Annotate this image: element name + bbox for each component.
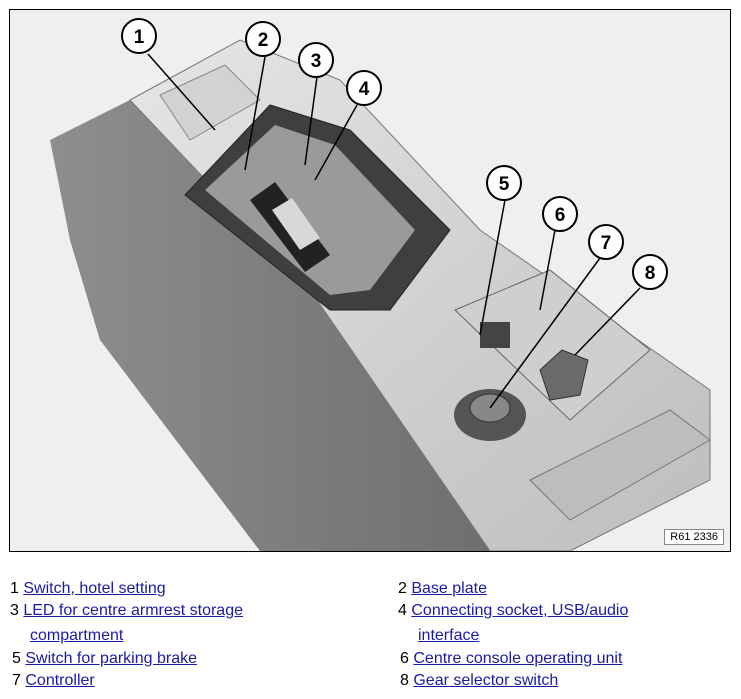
parking-brake-switch-shape [480,322,510,348]
gear-selector-shape [539,349,589,401]
callout-4: 4 [346,70,382,106]
leader-line-6 [539,229,556,311]
callout-5: 5 [486,165,522,201]
callout-1: 1 [121,18,157,54]
callout-2: 2 [245,21,281,57]
legend-link-operating-unit[interactable]: Centre console operating unit [413,650,623,667]
legend-item-5: 5 Switch for parking brake [12,648,197,670]
leader-line-2 [244,56,266,171]
callout-label: 2 [258,30,269,51]
legend-number: 8 [400,672,409,689]
callout-label: 3 [311,51,322,72]
legend-number: 7 [12,672,21,689]
legend-item-2: 2 Base plate [398,578,487,600]
callout-label: 1 [134,27,145,48]
legend-item-3: 3 LED for centre armrest storage compart… [10,600,243,647]
phone-screen-shape [272,198,320,250]
centre-console-illustration: 1 2 3 4 5 6 7 8 R61 2336 [9,9,731,552]
callout-label: 5 [499,174,510,195]
legend-link-led-armrest[interactable]: LED for centre armrest storage [23,602,243,619]
leader-line-3 [304,76,318,166]
legend-number: 4 [398,602,407,619]
legend-number: 1 [10,580,19,597]
legend-link-usb-socket[interactable]: Connecting socket, USB/audio [411,602,629,619]
callout-label: 8 [645,263,656,284]
callout-label: 7 [601,233,612,254]
callout-7: 7 [588,224,624,260]
legend-number: 6 [400,650,409,667]
legend-link-gear-selector[interactable]: Gear selector switch [413,672,559,689]
legend-link-parking-brake[interactable]: Switch for parking brake [25,650,197,667]
legend-link-base-plate[interactable]: Base plate [411,580,487,597]
legend-item-7: 7 Controller [12,670,95,692]
legend-item-6: 6 Centre console operating unit [400,648,622,670]
leader-line-5 [479,199,506,336]
operating-unit-shape [454,269,651,421]
leader-line-1 [147,53,216,131]
callout-6: 6 [542,196,578,232]
figure-reference-code: R61 2336 [664,529,724,545]
console-drawing: 1 2 3 4 5 6 7 8 [10,10,730,551]
leader-line-8 [574,287,641,356]
lower-tray-shape [529,409,711,521]
leader-line-7 [489,257,601,409]
legend-item-8: 8 Gear selector switch [400,670,558,692]
legend-number: 3 [10,602,19,619]
legend-number: 5 [12,650,21,667]
legend-item-4: 4 Connecting socket, USB/audio interface [398,600,628,647]
legend-link-led-armrest-cont[interactable]: compartment [30,627,124,644]
base-plate-shape [205,125,415,295]
legend-link-controller[interactable]: Controller [25,672,95,689]
legend-link-hotel-setting-switch[interactable]: Switch, hotel setting [23,580,166,597]
legend-item-1: 1 Switch, hotel setting [10,578,166,600]
leader-lines [147,53,641,409]
console-side-panel [50,100,490,551]
hotel-switch-shape [159,64,261,141]
callout-3: 3 [298,42,334,78]
callout-label: 6 [555,205,566,226]
legend-link-usb-socket-cont[interactable]: interface [418,627,480,644]
callout-8: 8 [632,254,668,290]
callout-label: 4 [359,79,370,100]
leader-line-4 [314,104,358,181]
legend-number: 2 [398,580,407,597]
